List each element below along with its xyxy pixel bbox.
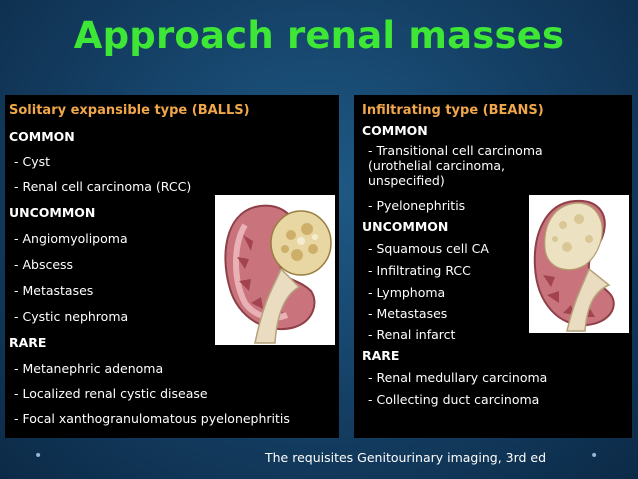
balls-common-item: - Cyst [14, 154, 51, 169]
balls-uncommon-item: - Angiomyolipoma [14, 231, 128, 246]
beans-uncommon-item: - Infiltrating RCC [368, 263, 471, 278]
beans-common-item: - Transitional cell carcinoma (urothelia… [368, 143, 543, 188]
balls-uncommon-item: - Abscess [14, 257, 74, 272]
balls-uncommon-item: - Metastases [14, 283, 94, 298]
footer-bullet-right: • [590, 448, 599, 464]
footer-bullet-left: • [34, 448, 43, 464]
beans-uncommon-item: - Metastases [368, 306, 448, 321]
balls-panel: Solitary expansible type (BALLS) COMMON … [5, 95, 339, 438]
balls-rare-label: RARE [9, 335, 47, 350]
beans-uncommon-item: - Squamous cell CA [368, 241, 489, 256]
citation-text: The requisites Genitourinary imaging, 3r… [265, 450, 547, 465]
beans-rare-label: RARE [362, 348, 400, 363]
beans-heading: Infiltrating type (BEANS) [362, 103, 544, 118]
kidney-with-mass-illustration [215, 195, 335, 345]
balls-rare-item: - Focal xanthogranulomatous pyelonephrit… [14, 411, 290, 426]
beans-rare-item: - Renal medullary carcinoma [368, 370, 548, 385]
beans-common-item: - Pyelonephritis [368, 198, 466, 213]
balls-common-label: COMMON [9, 129, 75, 144]
balls-uncommon-item: - Cystic nephroma [14, 309, 129, 324]
slide-title: Approach renal masses [73, 14, 565, 57]
beans-rare-item: - Collecting duct carcinoma [368, 392, 540, 407]
balls-heading: Solitary expansible type (BALLS) [9, 103, 250, 118]
balls-common-item: - Renal cell carcinoma (RCC) [14, 179, 192, 194]
beans-uncommon-label: UNCOMMON [362, 219, 449, 234]
balls-rare-item: - Localized renal cystic disease [14, 386, 208, 401]
beans-uncommon-item: - Renal infarct [368, 327, 456, 342]
infiltrated-kidney-illustration [529, 195, 629, 333]
beans-panel: Infiltrating type (BEANS) COMMON - Trans… [354, 95, 632, 438]
balls-uncommon-label: UNCOMMON [9, 205, 96, 220]
beans-common-label: COMMON [362, 123, 428, 138]
beans-uncommon-item: - Lymphoma [368, 285, 446, 300]
balls-rare-item: - Metanephric adenoma [14, 361, 164, 376]
